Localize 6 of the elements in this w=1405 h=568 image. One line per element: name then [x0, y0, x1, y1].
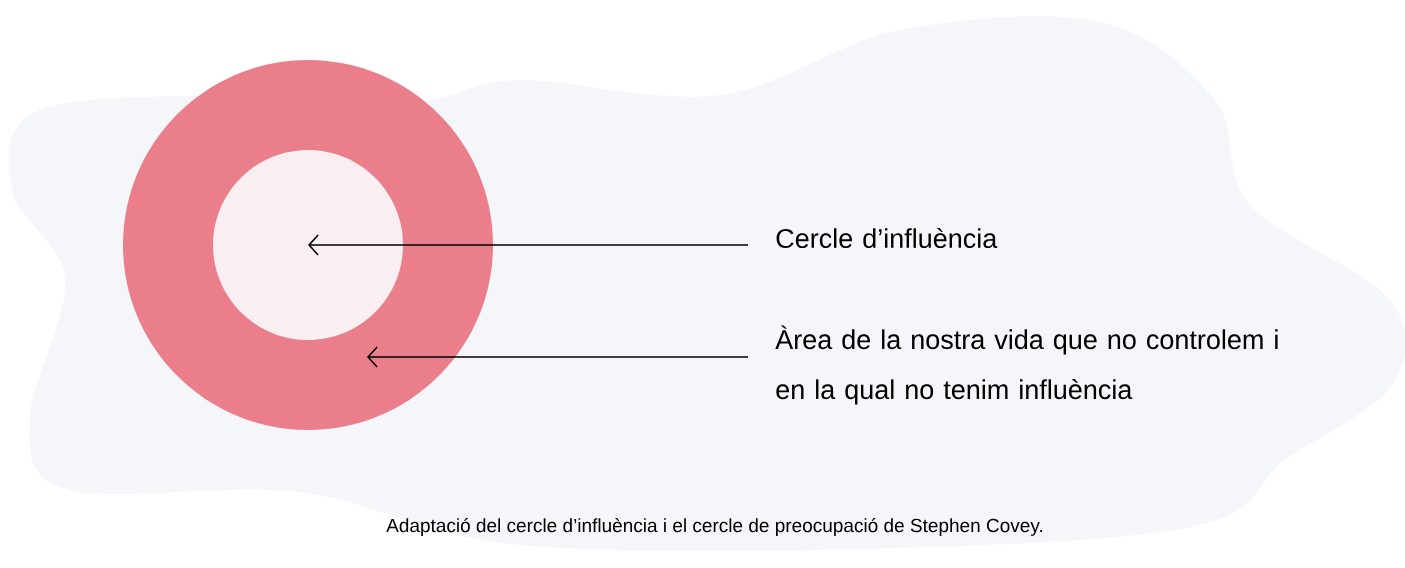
- leader-line: [367, 346, 749, 368]
- label-text: Cercle d’influència: [776, 227, 998, 249]
- caption: Adaptació del cercle d’influència i el cercle de preocupació de Stephen Covey.: [386, 518, 1042, 536]
- leader-line: [308, 234, 749, 256]
- label-text: Àrea de la nostra vida que no controlem i en la qual no tenim influència: [775, 325, 1278, 405]
- inner-circle: [213, 150, 403, 340]
